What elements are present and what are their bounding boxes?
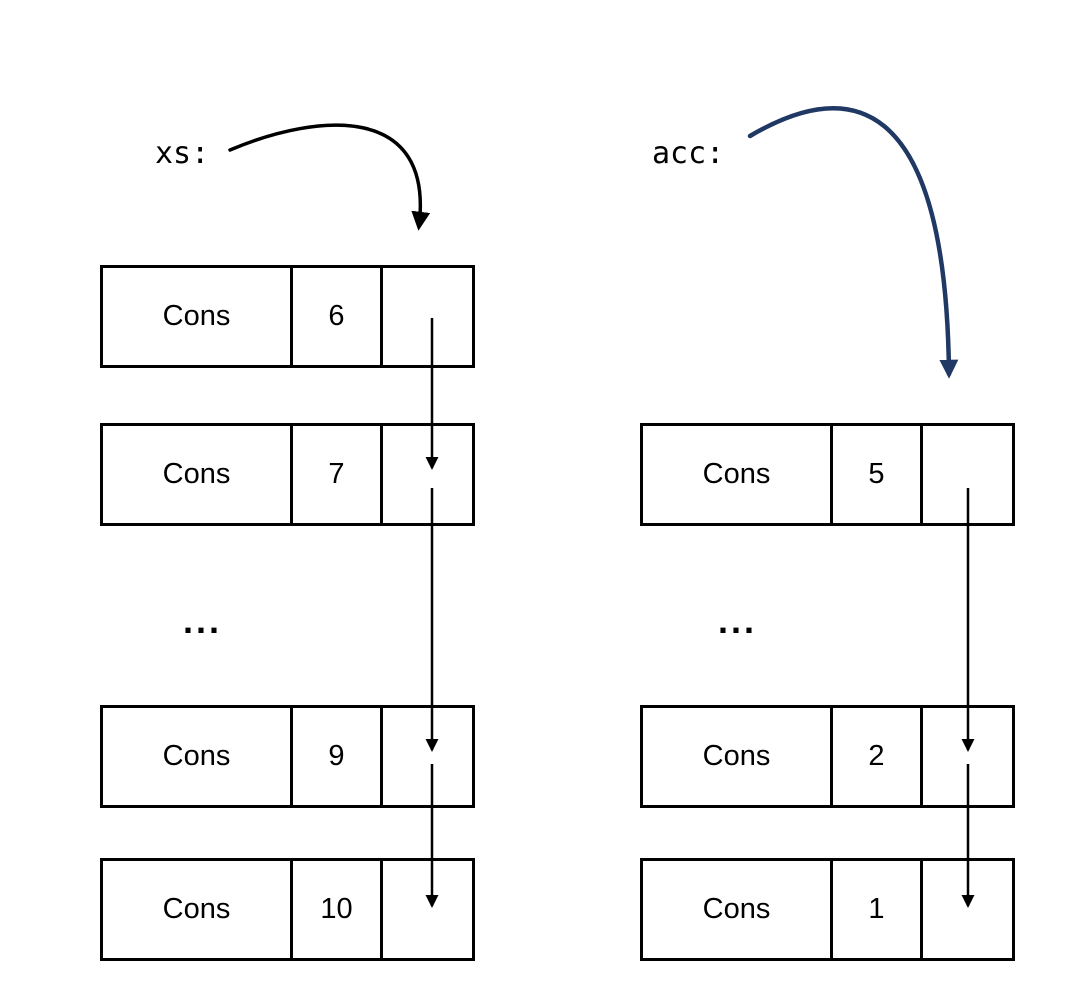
cons-cell-acc-0: Cons 5 — [640, 423, 1015, 526]
cons-tag: Cons — [103, 861, 293, 958]
acc-label: acc: — [652, 136, 725, 171]
acc-reference-arrow — [747, 106, 959, 379]
cons-cell-xs-3: Cons 10 — [100, 858, 475, 961]
cons-cell-acc-2: Cons 1 — [640, 858, 1015, 961]
cons-value: 1 — [833, 861, 923, 958]
cons-pointer-cell — [383, 708, 472, 805]
cons-tag: Cons — [643, 426, 833, 523]
cons-pointer-cell — [923, 861, 1012, 958]
cons-pointer-cell — [923, 708, 1012, 805]
cons-pointer-cell — [383, 861, 472, 958]
xs-label: xs: — [155, 136, 210, 171]
cons-value: 5 — [833, 426, 923, 523]
xs-reference-arrow — [228, 123, 431, 231]
cons-tag: Cons — [103, 426, 293, 523]
cons-value: 9 — [293, 708, 383, 805]
cons-pointer-cell — [383, 268, 472, 365]
cons-cell-acc-1: Cons 2 — [640, 705, 1015, 808]
cons-cell-xs-1: Cons 7 — [100, 423, 475, 526]
cons-tag: Cons — [643, 861, 833, 958]
cons-pointer-cell — [383, 426, 472, 523]
cons-value: 2 — [833, 708, 923, 805]
cons-tag: Cons — [103, 268, 293, 365]
cons-pointer-cell — [923, 426, 1012, 523]
cons-value: 6 — [293, 268, 383, 365]
cons-tag: Cons — [643, 708, 833, 805]
cons-cell-xs-2: Cons 9 — [100, 705, 475, 808]
cons-tag: Cons — [103, 708, 293, 805]
cons-cell-xs-0: Cons 6 — [100, 265, 475, 368]
acc-ellipsis: ... — [718, 600, 758, 641]
xs-ellipsis: ... — [183, 600, 223, 641]
cons-value: 10 — [293, 861, 383, 958]
cons-value: 7 — [293, 426, 383, 523]
